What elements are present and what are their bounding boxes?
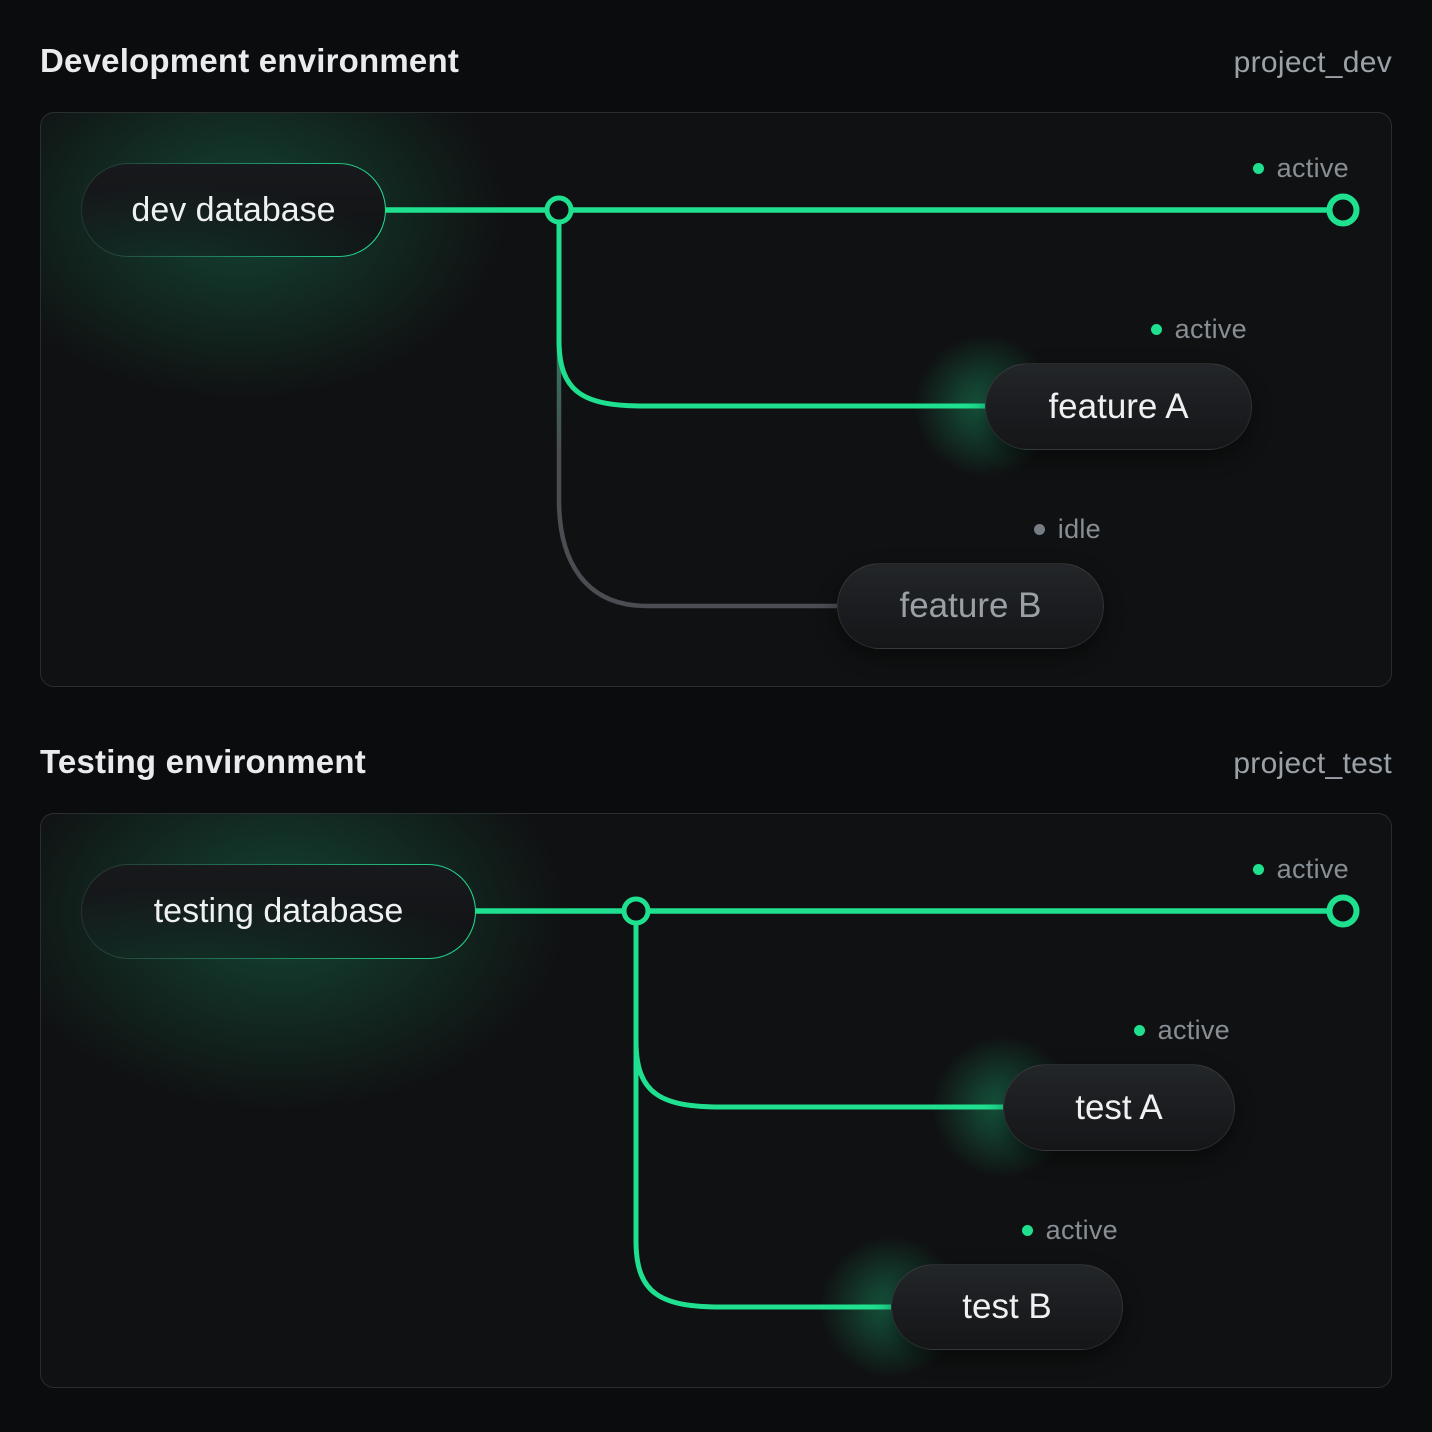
connector-test-a: [633, 911, 1003, 1110]
status-label: active: [1174, 314, 1247, 344]
branch-point-node: [544, 195, 574, 225]
node-test-b[interactable]: test B: [891, 1264, 1123, 1350]
node-label: test A: [1075, 1087, 1163, 1127]
status-dot-icon: [1150, 324, 1162, 335]
node-feature-b[interactable]: feature B: [837, 563, 1104, 649]
connector-test-b: [633, 911, 891, 1310]
environment-section-dev: Development environment project_dev: [40, 42, 1392, 687]
env-panel-dev: dev database feature A feature B active …: [40, 112, 1392, 687]
status-label: idle: [1057, 514, 1101, 544]
node-label: testing database: [153, 892, 404, 930]
env-title-dev: Development environment: [40, 42, 460, 79]
status-test-a: active: [1133, 1015, 1230, 1046]
env-header-dev: Development environment project_dev: [40, 42, 1392, 80]
trunk-end-node: [1326, 193, 1360, 227]
node-feature-a[interactable]: feature A: [985, 363, 1252, 450]
project-name-test: project_test: [1233, 747, 1392, 780]
status-test-b: active: [1021, 1215, 1118, 1246]
node-dev-database[interactable]: dev database: [81, 163, 386, 257]
branch-point-node: [621, 896, 651, 926]
environment-section-test: Testing environment project_test testing…: [40, 743, 1392, 1388]
status-label: active: [1276, 153, 1349, 183]
node-label: test B: [962, 1287, 1052, 1326]
status-dot-icon: [1021, 1225, 1033, 1236]
project-name-dev: project_dev: [1233, 46, 1392, 79]
env-panel-test: testing database test A test B active ac…: [40, 813, 1392, 1388]
node-label: feature B: [899, 586, 1042, 625]
connector-feature-b-idle: [556, 210, 837, 609]
node-testing-database[interactable]: testing database: [81, 864, 476, 959]
status-label: active: [1276, 854, 1349, 884]
env-header-test: Testing environment project_test: [40, 743, 1392, 781]
status-label: active: [1045, 1215, 1118, 1245]
status-feature-a: active: [1150, 314, 1247, 345]
branch-graph-dev: [386, 193, 1360, 609]
status-dot-icon: [1252, 864, 1264, 875]
node-label: dev database: [131, 190, 336, 229]
connector-feature-a: [556, 210, 985, 409]
status-dot-icon: [1252, 163, 1264, 174]
status-trunk-dev: active: [1252, 153, 1349, 184]
status-feature-b: idle: [1033, 514, 1101, 545]
trunk-end-node: [1326, 894, 1360, 928]
branch-graph-test: [476, 894, 1360, 1310]
status-dot-icon: [1133, 1025, 1145, 1036]
env-title-test: Testing environment: [40, 743, 366, 780]
status-dot-icon: [1033, 524, 1045, 535]
status-label: active: [1157, 1015, 1230, 1045]
status-trunk-test: active: [1252, 854, 1349, 885]
node-label: feature A: [1048, 386, 1189, 426]
node-test-a[interactable]: test A: [1003, 1064, 1235, 1151]
